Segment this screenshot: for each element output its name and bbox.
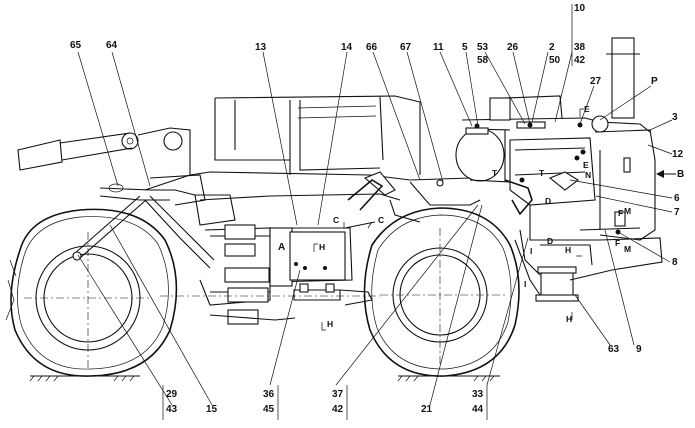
callout-14: 14 xyxy=(341,42,353,53)
section-mark-H-1: H xyxy=(319,242,325,252)
callout-26: 26 xyxy=(507,42,519,53)
section-mark-F-2: F xyxy=(615,238,620,248)
section-mark-F-1: F xyxy=(618,208,623,218)
hydraulic-tank xyxy=(455,128,511,183)
section-mark-N: N xyxy=(585,170,591,180)
callout-67: 67 xyxy=(400,42,412,53)
ground-lines xyxy=(29,375,500,382)
callout-29: 29 xyxy=(166,389,178,400)
section-mark-T-2: T xyxy=(539,168,545,178)
front-boom xyxy=(17,127,215,269)
callout-10: 10 xyxy=(574,3,586,14)
section-mark-I-1: I xyxy=(530,246,532,256)
callout-leaders xyxy=(77,4,673,420)
rear-wheel xyxy=(363,207,520,377)
callout-9: 9 xyxy=(636,344,642,355)
callout-38: 38 xyxy=(574,42,586,53)
callout-P: P xyxy=(651,76,658,87)
callout-15: 15 xyxy=(206,404,218,415)
engine-hood xyxy=(189,95,481,223)
callout-12: 12 xyxy=(672,149,684,160)
section-mark-D-1: D xyxy=(545,196,551,206)
callout-3: 3 xyxy=(672,112,678,123)
callout-42-bottom: 42 xyxy=(332,404,344,415)
callout-11: 11 xyxy=(433,42,444,53)
section-mark-I-2: I xyxy=(524,279,526,289)
section-mark-C-1: C xyxy=(333,215,339,225)
callout-B: B xyxy=(677,169,684,180)
section-mark-A: A xyxy=(278,242,285,253)
callout-21: 21 xyxy=(421,404,433,415)
section-mark-E-2: E xyxy=(583,160,589,170)
callout-64: 64 xyxy=(106,40,118,51)
cab-structure xyxy=(461,37,663,281)
callout-66: 66 xyxy=(366,42,378,53)
section-mark-H-4: H xyxy=(566,314,572,324)
callout-65: 65 xyxy=(70,40,82,51)
callout-27: 27 xyxy=(590,76,602,87)
section-mark-M-2: M xyxy=(624,244,631,254)
callout-63: 63 xyxy=(608,344,620,355)
callout-36: 36 xyxy=(263,389,275,400)
section-mark-H-3: H xyxy=(565,245,571,255)
callout-44: 44 xyxy=(472,404,484,415)
callout-33: 33 xyxy=(472,389,484,400)
callout-2: 2 xyxy=(549,42,555,53)
callout-42-top: 42 xyxy=(574,55,586,66)
callout-37: 37 xyxy=(332,389,344,400)
section-marks: A H C C H T T E E N D D F M F M H I I H xyxy=(278,104,631,331)
callout-45: 45 xyxy=(263,404,275,415)
view-arrow-B xyxy=(656,170,676,178)
callout-58: 58 xyxy=(477,55,489,66)
callout-50: 50 xyxy=(549,55,561,66)
access-steps xyxy=(514,229,579,302)
callout-53: 53 xyxy=(477,42,489,53)
callout-6: 6 xyxy=(674,193,680,204)
section-mark-T-1: T xyxy=(492,168,498,178)
section-mark-C-2: C xyxy=(378,215,384,225)
callout-13: 13 xyxy=(255,42,267,53)
callout-7: 7 xyxy=(674,207,680,218)
callout-labels: 65 64 13 14 66 67 11 5 53 58 26 2 50 10 … xyxy=(70,3,684,415)
section-mark-M-1: M xyxy=(624,206,631,216)
front-wheel xyxy=(5,208,178,377)
section-mark-E-1: E xyxy=(584,104,590,114)
callout-5: 5 xyxy=(462,42,468,53)
callout-8: 8 xyxy=(672,257,678,268)
section-mark-H-2: H xyxy=(327,319,333,329)
callout-43: 43 xyxy=(166,404,178,415)
section-mark-D-2: D xyxy=(547,236,553,246)
chassis-frame xyxy=(160,194,380,325)
